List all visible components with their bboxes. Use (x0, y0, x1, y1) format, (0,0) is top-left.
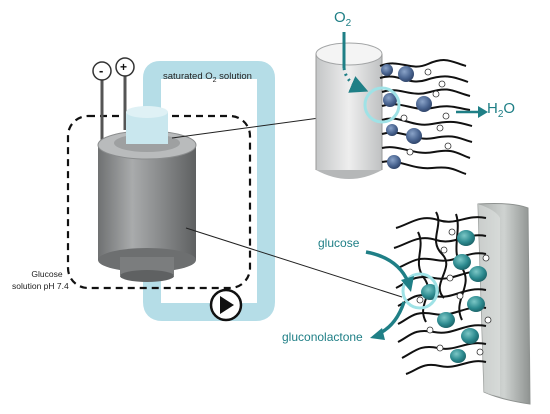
cathode-zoom (315, 42, 383, 179)
flow-tube (143, 61, 275, 321)
pump-icon (209, 288, 243, 322)
cathode-polymer-chains (379, 59, 473, 175)
anode-zoom (477, 203, 531, 405)
glucose-label: glucose (318, 236, 360, 250)
electrode-cylinder (97, 106, 197, 282)
saturated-o2-solution-label: saturated O2 solution (163, 71, 252, 84)
cathode-highlight-ring (363, 86, 401, 124)
electrode-plus-symbol: + (120, 60, 128, 74)
gluconolactone-label: gluconolactone (282, 330, 363, 344)
o2-label: O2 (334, 9, 352, 29)
anode-highlight-ring (401, 272, 439, 310)
glucose-solution-label-line2: solution pH 7.4 (12, 281, 69, 291)
electrode-minus-terminal (92, 61, 112, 81)
h2o-arrow (456, 106, 488, 118)
anode-enzymes (416, 228, 492, 363)
h2o-label: H2O (487, 100, 516, 120)
electrode-plus-terminal (115, 57, 135, 77)
cathode-enzymes (381, 64, 452, 169)
pointer-line-bottom (185, 227, 403, 298)
o2-arrow (342, 32, 369, 93)
electrode-minus-symbol: - (99, 63, 104, 78)
gluconolactone-arrow (370, 301, 406, 340)
glucose-arrow (365, 250, 414, 292)
glucose-solution-label-line1: Glucose (31, 269, 63, 279)
